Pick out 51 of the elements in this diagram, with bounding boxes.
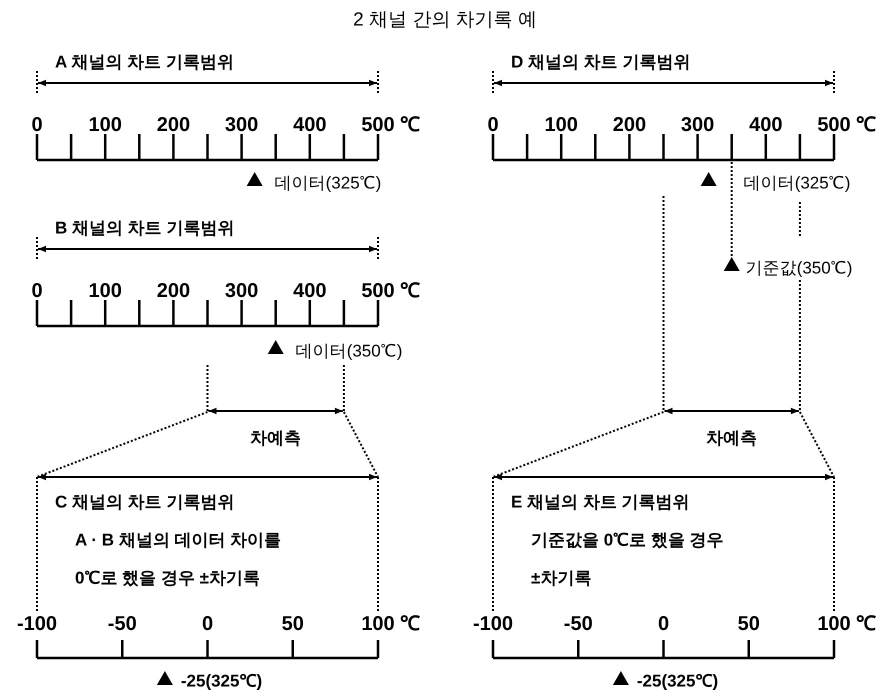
tick-label: 100 [88, 281, 122, 301]
tick-label: 300 [224, 115, 258, 135]
tick-label: 0 [487, 115, 499, 135]
data-label: 기준값(350℃) [746, 260, 852, 276]
note-text: A · B 채널의 데이터 차이를 [75, 532, 282, 548]
difference-label: 차예측 [706, 430, 758, 446]
tick-label: 0 [658, 614, 670, 634]
tick-label: -100 [472, 614, 514, 634]
tick-label: 200 [156, 115, 190, 135]
note-text: 0℃로 했을 경우 ±차기록 [75, 570, 260, 586]
tick-label: 500 [361, 281, 395, 301]
tick-label: -50 [108, 614, 137, 634]
unit-label: ℃ [400, 614, 420, 634]
unit-label: ℃ [400, 115, 420, 135]
range-heading: D 채널의 차트 기록범위 [511, 54, 690, 70]
data-label: -25(325℃) [180, 672, 262, 690]
tick-label: 0 [202, 614, 214, 634]
tick-label: 500 [817, 115, 851, 135]
tick-label: -50 [564, 614, 593, 634]
tick-label: 50 [738, 614, 760, 634]
data-label: 데이터(350℃) [296, 342, 402, 360]
tick-label: 50 [282, 614, 304, 634]
tick-label: 100 [817, 614, 851, 634]
tick-label: 200 [156, 281, 190, 301]
tick-label: 400 [293, 281, 326, 301]
tick-label: 0 [31, 281, 43, 301]
unit-label: ℃ [856, 115, 876, 135]
tick-label: 400 [293, 115, 326, 135]
note-text: 기준값을 0℃로 했을 경우 [531, 532, 724, 548]
tick-label: 400 [749, 115, 782, 135]
range-heading: B 채널의 차트 기록범위 [55, 220, 234, 236]
unit-label: ℃ [400, 281, 420, 301]
data-label: 데이터(325℃) [274, 174, 382, 192]
tick-label: 100 [88, 115, 122, 135]
title: 2 채널 간의 차기록 예 [353, 10, 537, 30]
difference-label: 차예측 [250, 430, 302, 446]
unit-label: ℃ [856, 614, 876, 634]
range-heading: C 채널의 차트 기록범위 [55, 494, 234, 510]
tick-label: 300 [224, 281, 258, 301]
tick-label: 500 [361, 115, 395, 135]
tick-label: 300 [680, 115, 714, 135]
tick-label: 100 [361, 614, 395, 634]
tick-label: 100 [544, 115, 578, 135]
tick-label: 0 [31, 115, 43, 135]
note-text: ±차기록 [531, 570, 592, 586]
data-label: -25(325℃) [636, 672, 718, 690]
tick-label: 200 [612, 115, 646, 135]
data-label: 데이터(325℃) [744, 174, 850, 192]
tick-label: -100 [16, 614, 58, 634]
range-heading: A 채널의 차트 기록범위 [55, 54, 234, 70]
range-heading: E 채널의 차트 기록범위 [511, 494, 690, 510]
